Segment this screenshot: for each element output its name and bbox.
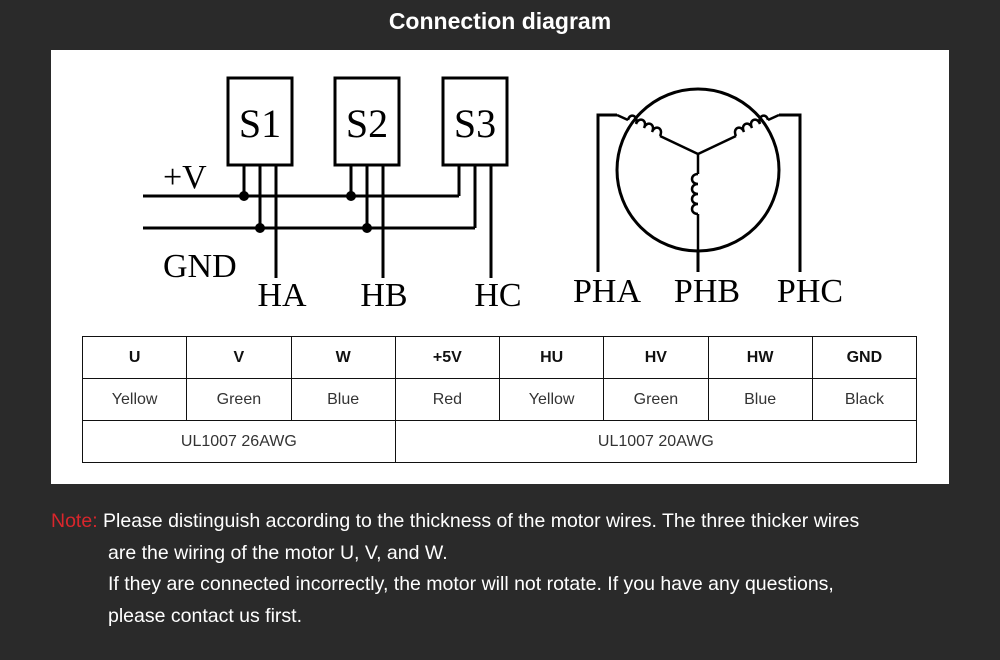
note-line: please contact us first. <box>108 604 303 627</box>
phb-label: PHB <box>674 273 740 310</box>
wire-color-table: U V W +5V HU HV HW GND Yellow Green Blue… <box>81 336 918 463</box>
spec-cell-left: UL1007 26AWG <box>82 420 396 463</box>
sensor-s3-label: S3 <box>454 101 496 146</box>
junction-dot <box>362 223 372 233</box>
color-cell: Blue <box>290 378 396 421</box>
wiring-diagram: S1 S2 S3 +V GND HA HB HC PHA PHB PHC <box>143 76 843 314</box>
sensor-s1-label: S1 <box>239 101 281 146</box>
phc-lead <box>779 113 802 272</box>
table-header-row: U V W +5V HU HV HW GND <box>81 336 918 379</box>
winding-a <box>626 114 663 137</box>
page-title: Connection diagram <box>388 8 612 34</box>
sensor-s2-label: S2 <box>346 101 388 146</box>
junction-dot <box>255 223 265 233</box>
header-cell: GND <box>811 336 918 379</box>
winding-b <box>690 172 699 216</box>
header-cell: +5V <box>394 336 501 379</box>
note-label: Note: <box>51 510 98 532</box>
header-cell: HU <box>498 336 605 379</box>
note-line: Note: Please distinguish according to th… <box>51 506 971 538</box>
header-cell: HW <box>707 336 813 379</box>
color-cell: Blue <box>707 378 813 421</box>
spec-cell-right: UL1007 20AWG <box>394 420 918 463</box>
color-cell: Red <box>394 378 501 421</box>
color-cell: Yellow <box>81 378 188 421</box>
header-cell: U <box>81 336 188 379</box>
vplus-label: +V <box>163 159 207 196</box>
ha-label: HA <box>257 277 307 314</box>
pha-lead <box>596 113 617 272</box>
note-block: Note: Please distinguish according to th… <box>51 506 971 632</box>
pha-label: PHA <box>573 273 641 310</box>
color-cell: Green <box>186 378 292 421</box>
note-text: Please distinguish according to the thic… <box>103 510 860 532</box>
note-line: are the wiring of the motor U, V, and W. <box>108 541 448 564</box>
header-cell: V <box>186 336 292 379</box>
color-cell: Yellow <box>498 378 605 421</box>
hb-label: HB <box>360 277 407 314</box>
note-line: If they are connected incorrectly, the m… <box>108 573 834 595</box>
junction-dot <box>239 191 249 201</box>
color-cell: Black <box>811 378 918 421</box>
winding-c <box>733 114 770 137</box>
diagram-panel: S1 S2 S3 +V GND HA HB HC PHA PHB PHC U V… <box>51 50 949 484</box>
table-row: UL1007 26AWG UL1007 20AWG <box>82 420 918 463</box>
gnd-label: GND <box>163 248 237 285</box>
junction-dot <box>346 191 356 201</box>
header-cell: W <box>290 336 396 379</box>
table-row: Yellow Green Blue Red Yellow Green Blue … <box>81 378 918 421</box>
hc-label: HC <box>474 277 521 314</box>
header-cell: HV <box>603 336 709 379</box>
phc-label: PHC <box>777 273 843 310</box>
color-cell: Green <box>603 378 709 421</box>
